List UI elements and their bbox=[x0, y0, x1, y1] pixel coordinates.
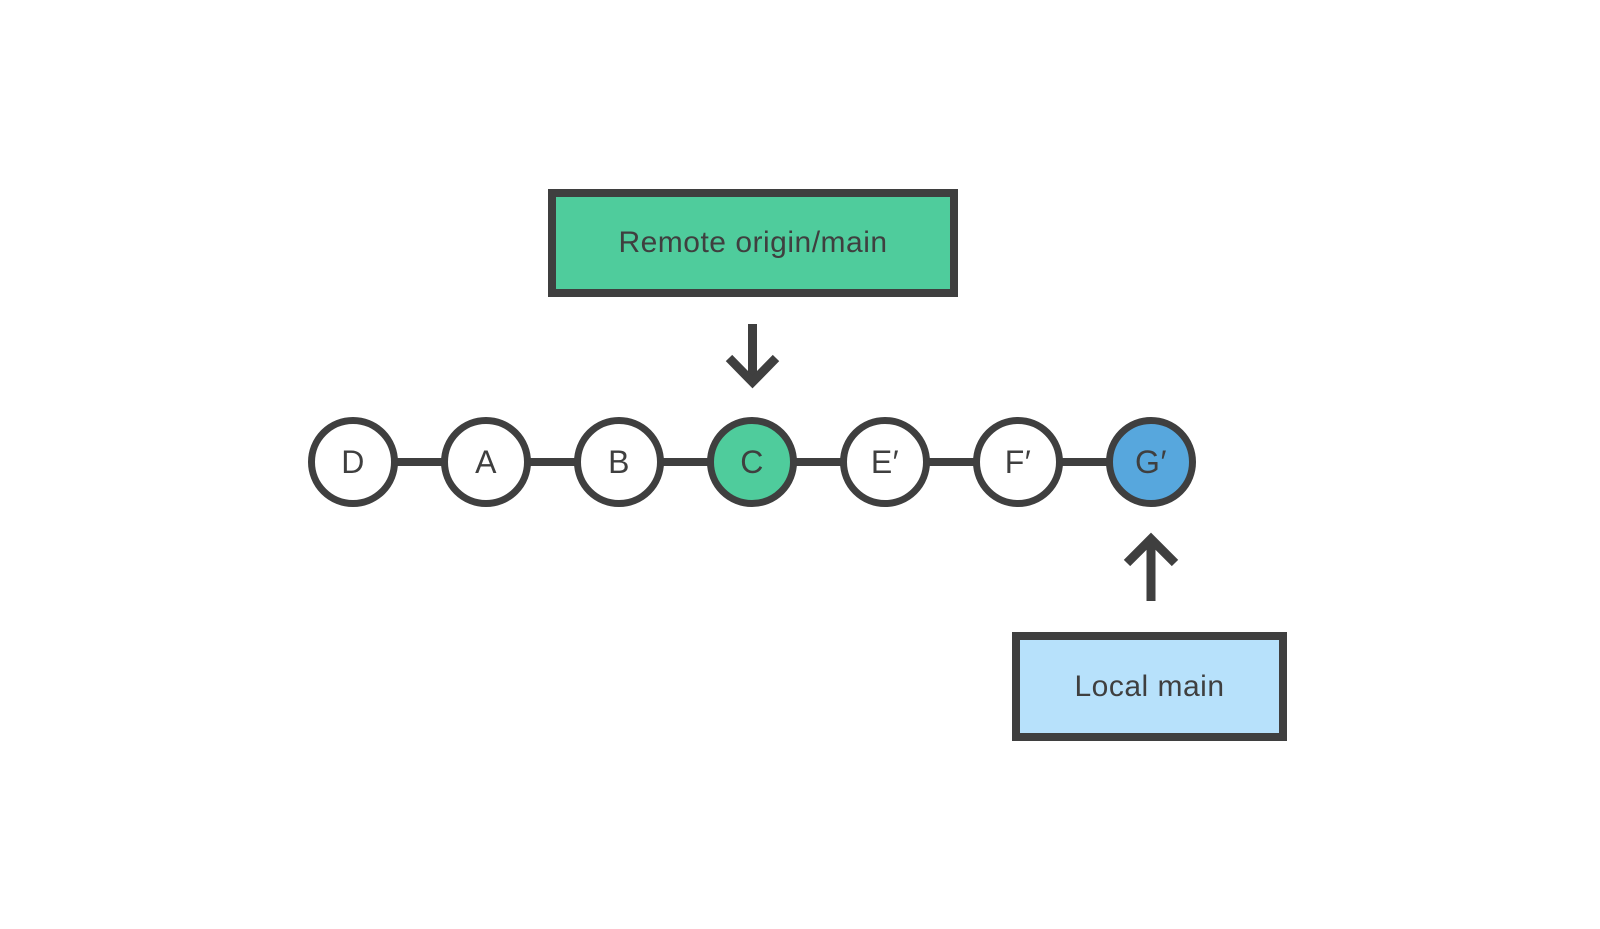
remote-branch-label-box: Remote origin/main bbox=[548, 189, 958, 297]
commit-node-e-prime: E′ bbox=[840, 417, 930, 507]
arrow-down-icon bbox=[725, 324, 780, 389]
commit-node-d: D bbox=[308, 417, 398, 507]
local-branch-label: Local main bbox=[1074, 669, 1225, 703]
commit-label: D bbox=[341, 443, 365, 480]
commit-node-g-prime: G′ bbox=[1106, 417, 1196, 507]
commit-label: E′ bbox=[870, 443, 900, 480]
arrow-up-icon bbox=[1123, 532, 1179, 601]
commit-label: A bbox=[475, 443, 497, 480]
local-branch-label-box: Local main bbox=[1012, 632, 1287, 741]
commit-label: F′ bbox=[1004, 443, 1032, 480]
commit-label: C bbox=[740, 443, 764, 480]
commit-node-f-prime: F′ bbox=[973, 417, 1063, 507]
commit-node-c: C bbox=[707, 417, 797, 507]
commit-node-b: B bbox=[574, 417, 664, 507]
commit-label: B bbox=[608, 443, 630, 480]
commit-node-a: A bbox=[441, 417, 531, 507]
commit-label: G′ bbox=[1135, 443, 1167, 480]
remote-branch-label: Remote origin/main bbox=[618, 226, 888, 259]
